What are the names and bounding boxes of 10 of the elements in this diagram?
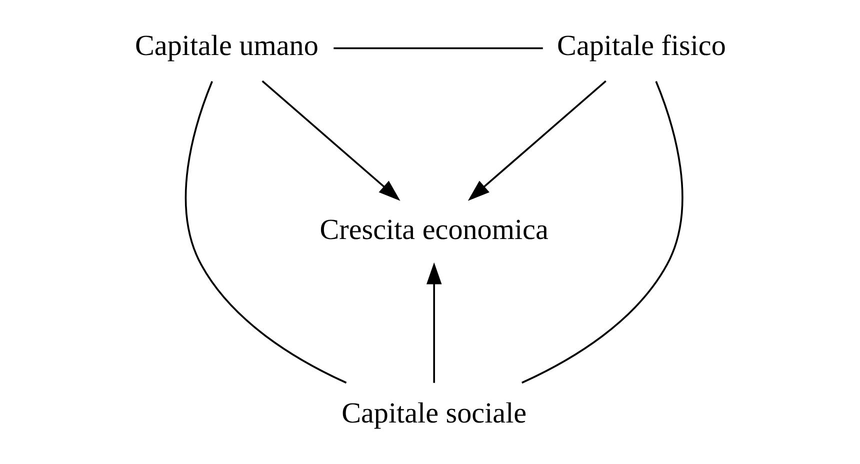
arrow	[426, 262, 442, 383]
connector	[184, 81, 347, 384]
node-text: Capitale fisico	[557, 30, 726, 62]
connector	[522, 81, 684, 384]
node-text: Capitale sociale	[342, 398, 527, 430]
node-text: Crescita economica	[320, 214, 548, 246]
connector	[334, 47, 543, 50]
arrow	[262, 80, 400, 201]
arrow	[468, 80, 606, 201]
node-text: Capitale umano	[135, 30, 318, 62]
